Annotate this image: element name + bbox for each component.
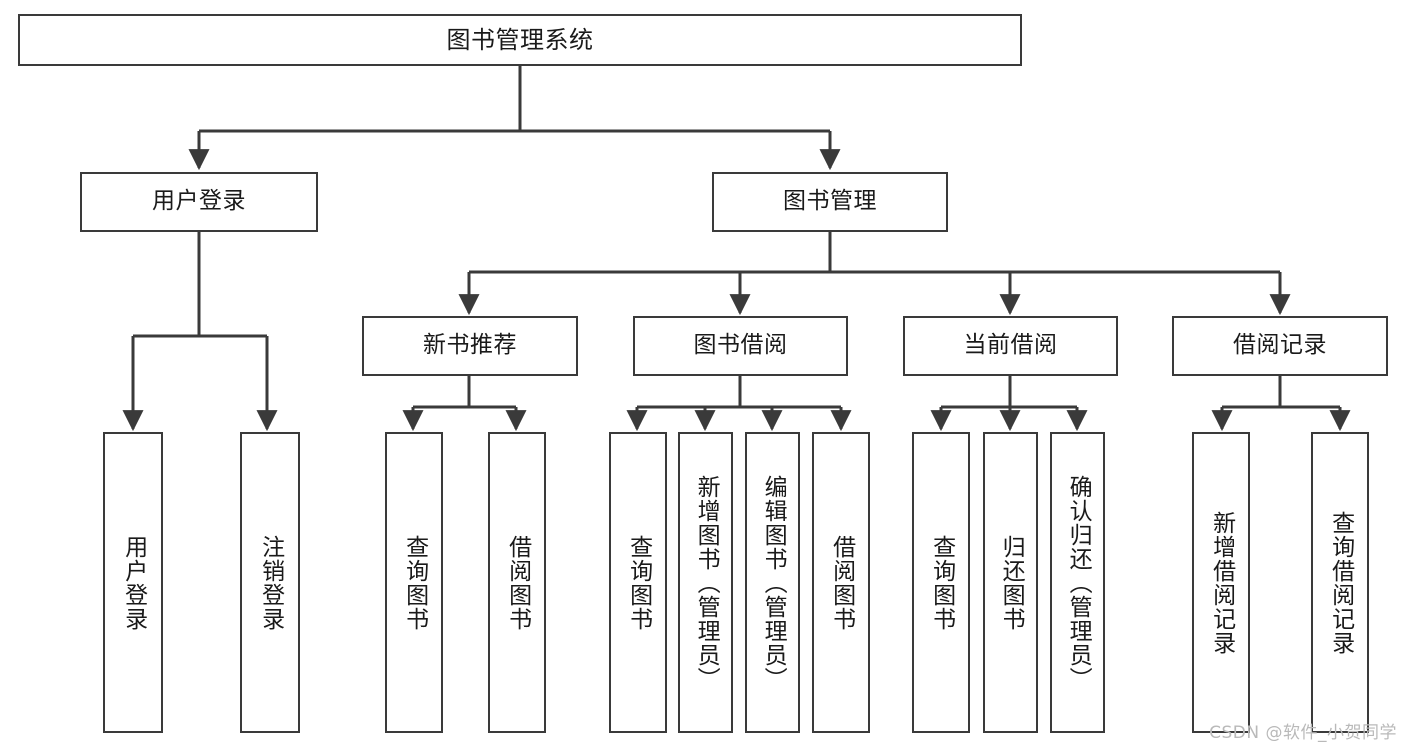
- node-leaf-label: 查询图书: [401, 534, 428, 631]
- node-user-login-label: 用户登录: [152, 188, 246, 215]
- node-leaf-new-book-query[interactable]: 查询图书: [385, 432, 443, 733]
- node-leaf-borrow-record-query[interactable]: 查询借阅记录: [1311, 432, 1369, 733]
- node-current-borrow[interactable]: 当前借阅: [903, 316, 1118, 376]
- node-leaf-label: 查询图书: [625, 534, 652, 631]
- node-leaf-current-borrow-return[interactable]: 归还图书: [983, 432, 1038, 733]
- node-leaf-label: 新增图书（管理员）: [693, 474, 720, 691]
- node-borrow-record-label: 借阅记录: [1233, 332, 1327, 359]
- node-leaf-book-borrow-edit[interactable]: 编辑图书（管理员）: [745, 432, 800, 733]
- node-leaf-label: 确认归还（管理员）: [1065, 474, 1092, 691]
- node-book-borrow-label: 图书借阅: [693, 332, 788, 359]
- node-leaf-user-login-signin[interactable]: 用户登录: [103, 432, 163, 733]
- node-leaf-label: 归还图书: [998, 534, 1025, 631]
- node-leaf-new-book-borrow[interactable]: 借阅图书: [488, 432, 546, 733]
- node-book-management-label: 图书管理: [783, 188, 877, 215]
- node-leaf-book-borrow-lend[interactable]: 借阅图书: [812, 432, 870, 733]
- node-leaf-label: 编辑图书（管理员）: [760, 474, 787, 691]
- node-leaf-book-borrow-add[interactable]: 新增图书（管理员）: [678, 432, 733, 733]
- node-leaf-label: 借阅图书: [828, 534, 855, 631]
- node-leaf-label: 借阅图书: [504, 534, 531, 631]
- node-leaf-label: 查询借阅记录: [1327, 510, 1354, 655]
- node-new-book-recommend[interactable]: 新书推荐: [362, 316, 578, 376]
- node-borrow-record[interactable]: 借阅记录: [1172, 316, 1388, 376]
- node-leaf-current-borrow-confirm[interactable]: 确认归还（管理员）: [1050, 432, 1105, 733]
- node-leaf-label: 查询图书: [928, 534, 955, 631]
- node-root-book-management-system[interactable]: 图书管理系统: [18, 14, 1022, 66]
- node-book-management[interactable]: 图书管理: [712, 172, 948, 232]
- node-user-login[interactable]: 用户登录: [80, 172, 318, 232]
- node-leaf-current-borrow-query[interactable]: 查询图书: [912, 432, 970, 733]
- node-root-label: 图书管理系统: [446, 25, 594, 54]
- node-leaf-user-login-signout[interactable]: 注销登录: [240, 432, 300, 733]
- node-leaf-book-borrow-query[interactable]: 查询图书: [609, 432, 667, 733]
- node-leaf-label: 用户登录: [120, 534, 147, 631]
- node-book-borrow[interactable]: 图书借阅: [633, 316, 848, 376]
- node-new-book-recommend-label: 新书推荐: [423, 332, 517, 359]
- node-current-borrow-label: 当前借阅: [963, 332, 1058, 359]
- node-leaf-label: 注销登录: [257, 534, 284, 631]
- watermark-text: CSDN @软件_小贺同学: [1209, 723, 1397, 743]
- node-leaf-borrow-record-add[interactable]: 新增借阅记录: [1192, 432, 1250, 733]
- node-leaf-label: 新增借阅记录: [1208, 510, 1235, 655]
